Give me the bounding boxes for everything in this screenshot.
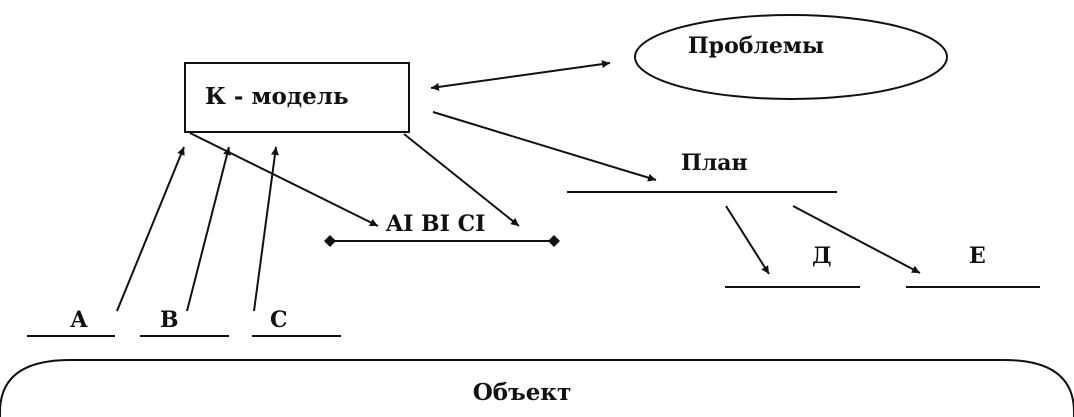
- model-abc-prime-arrow-right: [403, 133, 520, 227]
- input-a-arrow: [116, 146, 185, 312]
- problems-label: Проблемы: [688, 33, 824, 59]
- plan-e-arrow: [792, 205, 921, 274]
- input-c-arrow: [253, 146, 279, 312]
- object-label: Объект: [473, 379, 572, 406]
- output-e-label: Е: [969, 243, 986, 269]
- object-outline: [0, 359, 1074, 417]
- model-box: [184, 62, 410, 133]
- model-abc-prime-arrow-left: [189, 132, 379, 227]
- problems-ellipse: [634, 14, 948, 100]
- plan-d-arrow: [725, 205, 770, 275]
- input-a-label: А: [70, 307, 88, 333]
- input-c-label: С: [270, 307, 288, 333]
- plan-label: План: [681, 150, 748, 176]
- model-box-label: К - модель: [205, 83, 349, 110]
- model-problems-arrow: [430, 60, 611, 91]
- abc-prime-label: AI BI CI: [385, 211, 485, 237]
- model-plan-arrow: [432, 111, 657, 182]
- output-d-label: Д: [812, 243, 832, 269]
- input-b-arrow: [186, 146, 231, 312]
- abc-prime-diamond-right: [548, 235, 560, 247]
- abc-prime-diamond-left: [324, 235, 336, 247]
- input-b-label: В: [160, 307, 179, 333]
